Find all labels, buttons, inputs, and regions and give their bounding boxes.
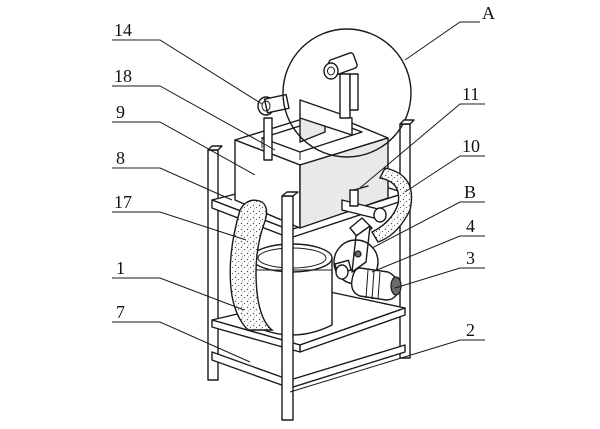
callout-3: 3 — [466, 248, 475, 268]
leader-b — [371, 201, 485, 249]
callout-18: 18 — [114, 66, 132, 86]
callout-labels: A 14 18 9 8 17 1 7 11 10 B 4 3 2 — [114, 3, 495, 340]
bottom-rail — [211, 344, 406, 389]
callout-b: B — [464, 182, 476, 202]
leader-7 — [112, 321, 251, 363]
outlet-pipe-11 — [341, 185, 387, 223]
motor-end-cap — [390, 276, 402, 296]
bracket-detail — [339, 73, 359, 119]
callout-9: 9 — [116, 102, 125, 122]
leader-lines — [112, 21, 485, 393]
leader-10 — [404, 155, 485, 193]
leader-a — [404, 21, 480, 61]
leader-2 — [289, 339, 485, 393]
callout-7: 7 — [116, 302, 125, 322]
post-back-right — [399, 123, 411, 359]
post-front-right — [281, 195, 294, 421]
callout-2: 2 — [466, 320, 475, 340]
valve-handle — [353, 185, 369, 191]
pump-pipe — [349, 217, 373, 273]
leader-18 — [112, 85, 276, 151]
leader-1 — [112, 277, 245, 311]
callout-11: 11 — [462, 84, 479, 104]
callout-14: 14 — [114, 20, 132, 40]
leader-4 — [371, 235, 485, 273]
callout-17: 17 — [114, 192, 132, 212]
leader-8 — [112, 167, 233, 201]
leader-9 — [112, 121, 256, 176]
callout-a: A — [482, 3, 495, 23]
leader-17 — [112, 211, 247, 241]
callout-4: 4 — [466, 216, 475, 236]
flexible-hose-17 — [229, 199, 274, 331]
leader-11 — [359, 103, 485, 189]
pump-motor — [350, 267, 402, 301]
detail-circle-a — [282, 28, 412, 158]
callout-10: 10 — [462, 136, 480, 156]
callout-1: 1 — [116, 258, 125, 278]
leader-14 — [112, 39, 263, 105]
frame-front-posts — [207, 119, 415, 421]
feed-chute — [299, 99, 353, 136]
leader-3 — [394, 267, 485, 289]
callout-8: 8 — [116, 148, 125, 168]
return-hose-10 — [371, 167, 413, 243]
nozzle-stand — [263, 117, 273, 161]
